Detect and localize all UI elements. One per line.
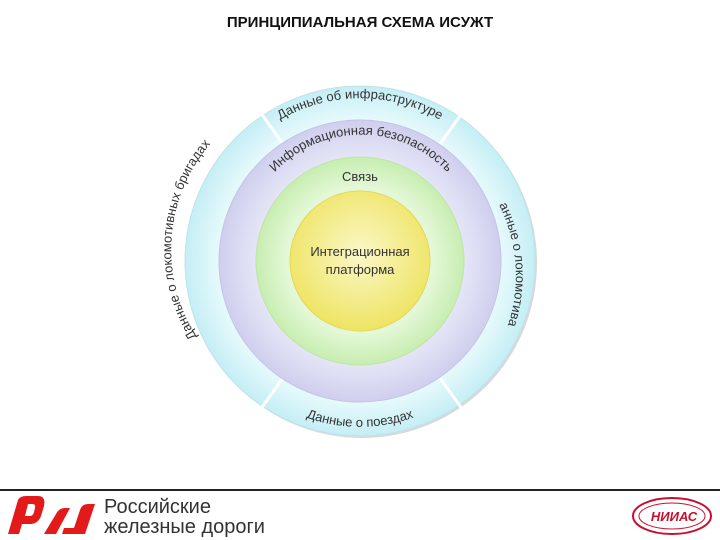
niias-logo: НИИАС bbox=[632, 497, 712, 535]
core-label-line2: платформа bbox=[326, 262, 396, 277]
company-name: Российские железные дороги bbox=[104, 497, 265, 537]
footer-divider bbox=[0, 489, 720, 491]
ring-communication-label: Связь bbox=[342, 169, 378, 184]
company-name-line2: железные дороги bbox=[104, 516, 265, 538]
segment-divider bbox=[438, 80, 487, 145]
rzd-logo-icon bbox=[8, 496, 95, 534]
page-title: ПРИНЦИПИАЛЬНАЯ СХЕМА ИСУЖТ bbox=[226, 14, 494, 31]
segment-divider bbox=[236, 80, 285, 145]
system-diagram: Данные об инфраструктуре Информационная … bbox=[0, 0, 537, 442]
segment-divider bbox=[438, 377, 487, 442]
segment-divider bbox=[236, 377, 285, 442]
niias-logo-text: НИИАС bbox=[651, 509, 698, 524]
core-label-line1: Интеграционная bbox=[310, 244, 409, 259]
company-name-line1: Российские bbox=[104, 496, 211, 518]
core-circle bbox=[289, 190, 431, 332]
